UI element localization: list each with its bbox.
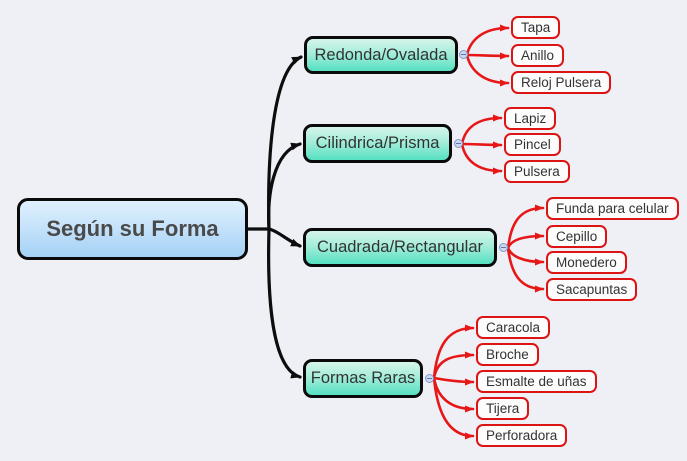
leaf-node-label: Monedero (556, 255, 617, 270)
collapse-button-cuadrada[interactable] (499, 243, 508, 252)
connector-cuadrada-to-sacapuntas (506, 246, 545, 293)
leaf-node-broche[interactable]: Broche (476, 343, 539, 366)
leaf-node-tijera[interactable]: Tijera (476, 397, 530, 420)
connector-cuadrada-to-cepillo (506, 232, 545, 250)
leaf-node-esmalte-de-unas[interactable]: Esmalte de uñas (476, 370, 597, 393)
leaf-node-label: Lapiz (514, 111, 547, 126)
connector-redonda-to-reloj-pulsera (465, 53, 510, 87)
leaf-node-label: Tapa (521, 20, 551, 35)
connector-cuadrada-to-funda (506, 204, 545, 250)
leaf-node-pincel[interactable]: Pincel (504, 133, 561, 156)
leaf-node-label: Broche (486, 347, 529, 362)
root-node-segun-su-forma[interactable]: Según su Forma (17, 198, 248, 260)
leaf-node-sacapuntas[interactable]: Sacapuntas (546, 278, 638, 301)
branch-node-redonda-ovalada[interactable]: Redonda/Ovalada (304, 36, 458, 74)
branch-node-formas-raras[interactable]: Formas Raras (303, 359, 423, 398)
collapse-button-cilindrica[interactable] (454, 139, 463, 148)
connector-root-to-cilindrica (267, 142, 302, 231)
leaf-node-lapiz[interactable]: Lapiz (504, 107, 557, 130)
branch-node-label: Formas Raras (310, 369, 416, 387)
leaf-node-reloj-pulsera[interactable]: Reloj Pulsera (511, 71, 612, 94)
leaf-node-label: Tijera (486, 401, 520, 416)
minus-icon (461, 53, 466, 56)
leaf-node-cepillo[interactable]: Cepillo (546, 225, 608, 248)
leaf-node-label: Pincel (514, 137, 551, 152)
connector-formas-to-broche (432, 351, 475, 380)
connector-root-to-redonda (267, 55, 303, 231)
leaf-node-label: Perforadora (486, 428, 558, 443)
leaf-node-label: Funda para celular (556, 201, 669, 216)
leaf-node-label: Anillo (521, 48, 555, 63)
connector-redonda-to-tapa (465, 24, 510, 57)
leaf-node-pulsera[interactable]: Pulsera (504, 160, 570, 183)
leaf-node-perforadora[interactable]: Perforadora (476, 424, 568, 447)
branch-node-label: Cuadrada/Rectangular (316, 238, 484, 256)
connector-formas-to-esmalte (432, 376, 475, 386)
connector-cuadrada-to-monedero (506, 246, 545, 266)
branch-node-label: Cilindrica/Prisma (315, 134, 440, 152)
minus-icon (427, 377, 432, 380)
leaf-node-caracola[interactable]: Caracola (476, 316, 551, 339)
collapse-button-redonda[interactable] (459, 50, 468, 59)
connector-redonda-to-anillo (465, 52, 510, 60)
leaf-node-monedero[interactable]: Monedero (546, 251, 627, 274)
leaf-node-label: Sacapuntas (556, 282, 628, 297)
connector-cilindrica-to-lapiz (460, 114, 503, 146)
leaf-node-tapa[interactable]: Tapa (511, 16, 561, 39)
branch-node-cilindrica-prisma[interactable]: Cilindrica/Prisma (303, 124, 452, 163)
root-node-label: Según su Forma (46, 216, 219, 241)
collapse-button-formas-raras[interactable] (425, 374, 434, 383)
branch-node-cuadrada-rectangular[interactable]: Cuadrada/Rectangular (303, 228, 497, 267)
leaf-node-label: Cepillo (556, 229, 598, 244)
connector-cilindrica-to-pincel (460, 141, 503, 149)
leaf-node-funda-para-celular[interactable]: Funda para celular (546, 197, 679, 220)
leaf-node-label: Reloj Pulsera (521, 75, 602, 90)
leaf-node-label: Caracola (486, 320, 541, 335)
leaf-node-label: Esmalte de uñas (486, 374, 587, 389)
minus-icon (456, 142, 461, 145)
leaf-node-label: Pulsera (514, 164, 560, 179)
leaf-node-anillo[interactable]: Anillo (511, 44, 565, 67)
connector-root-to-formas-raras (267, 227, 302, 379)
branch-node-label: Redonda/Ovalada (314, 45, 448, 64)
minus-icon (501, 246, 506, 249)
connector-formas-to-perforadora (432, 376, 475, 440)
connector-cilindrica-to-pulsera (460, 142, 503, 175)
connector-root-to-cuadrada (267, 227, 302, 248)
connector-formas-to-caracola (432, 324, 475, 380)
